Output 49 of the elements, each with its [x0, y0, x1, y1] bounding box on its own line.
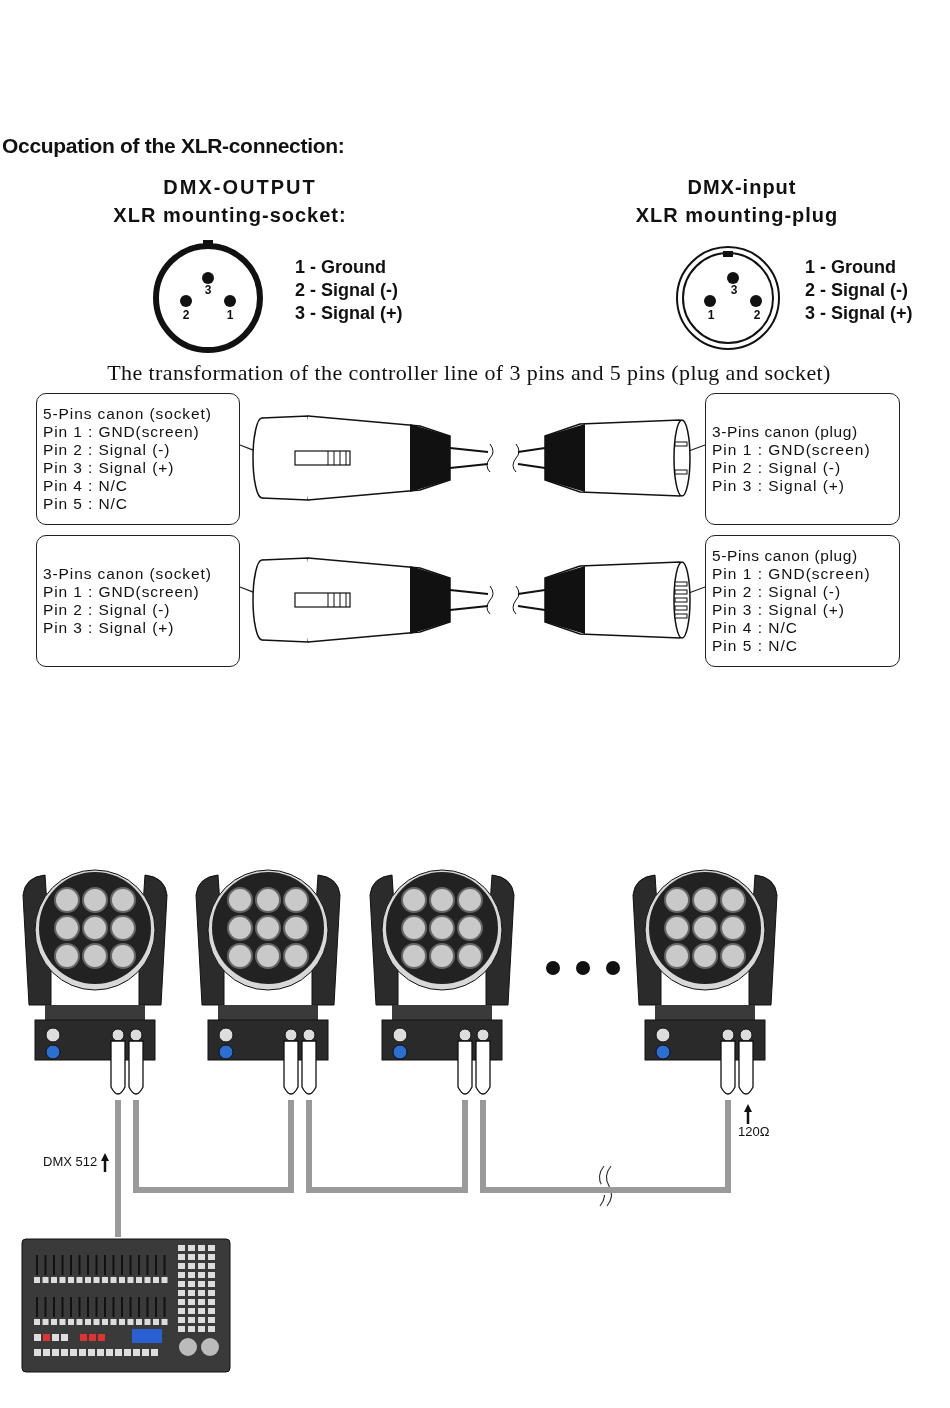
dmx-cable	[115, 1100, 121, 1237]
pin-number: 1	[226, 308, 234, 322]
pin-assignment: Pin 1 : GND(screen)	[712, 441, 872, 459]
pin-description: 3 - Signal (+)	[805, 303, 913, 324]
dmx-cable	[306, 1100, 468, 1193]
pin-assignment: Pin 5 : N/C	[712, 637, 799, 655]
connector-heading: DMX-OUTPUT	[163, 176, 317, 199]
pin-assignment: Pin 3 : Signal (+)	[43, 459, 176, 477]
pin-number: 3	[730, 283, 738, 297]
pin-description: 1 - Ground	[295, 257, 386, 278]
callout-box	[705, 393, 900, 525]
section-heading: The transformation of the controller line of 3 pins and 5 pins (plug and socket)	[107, 360, 831, 386]
pin-description: 1 - Ground	[805, 257, 896, 278]
pin-assignment: Pin 1 : GND(screen)	[43, 423, 201, 441]
connector-title: 5-Pins canon (plug)	[712, 547, 859, 565]
pin-assignment: Pin 3 : Signal (+)	[712, 601, 847, 619]
pin-number: 3	[204, 283, 212, 297]
connector-title: 5-Pins canon (socket)	[43, 405, 213, 423]
callout-box	[705, 535, 900, 667]
dmx-cable	[480, 1100, 731, 1193]
callout-box	[36, 393, 240, 525]
pin-assignment: Pin 2 : Signal (-)	[712, 583, 843, 601]
pin-assignment: Pin 2 : Signal (-)	[43, 441, 172, 459]
terminator-label: 120Ω	[738, 1124, 770, 1139]
pin-description: 2 - Signal (-)	[295, 280, 398, 301]
connector-title: 3-Pins canon (socket)	[43, 565, 213, 583]
lighting-console-drawing	[20, 1237, 232, 1374]
pin-assignment: Pin 2 : Signal (-)	[712, 459, 843, 477]
connector-heading: XLR mounting-socket:	[113, 204, 347, 227]
connector-title: 3-Pins canon (plug)	[712, 423, 859, 441]
pin-assignment: Pin 5 : N/C	[43, 495, 129, 513]
pin-assignment: Pin 3 : Signal (+)	[43, 619, 176, 637]
pin-assignment: Pin 3 : Signal (+)	[712, 477, 847, 495]
signal-label: DMX 512	[43, 1154, 98, 1169]
pin-number: 2	[753, 308, 761, 322]
pin-description: 3 - Signal (+)	[295, 303, 403, 324]
connector-heading: XLR mounting-plug	[635, 204, 839, 227]
pin-assignment: Pin 4 : N/C	[43, 477, 129, 495]
pin-assignment: Pin 1 : GND(screen)	[43, 583, 201, 601]
pin-number: 1	[707, 308, 715, 322]
pin-assignment: Pin 2 : Signal (-)	[43, 601, 172, 619]
connector-heading: DMX-input	[687, 176, 797, 199]
callout-box	[36, 535, 240, 667]
pin-number: 2	[182, 308, 190, 322]
pin-description: 2 - Signal (-)	[805, 280, 908, 301]
dmx-cable	[133, 1100, 294, 1193]
pin-assignment: Pin 1 : GND(screen)	[712, 565, 872, 583]
section-title: Occupation of the XLR-connection:	[2, 134, 345, 158]
pin-assignment: Pin 4 : N/C	[712, 619, 799, 637]
